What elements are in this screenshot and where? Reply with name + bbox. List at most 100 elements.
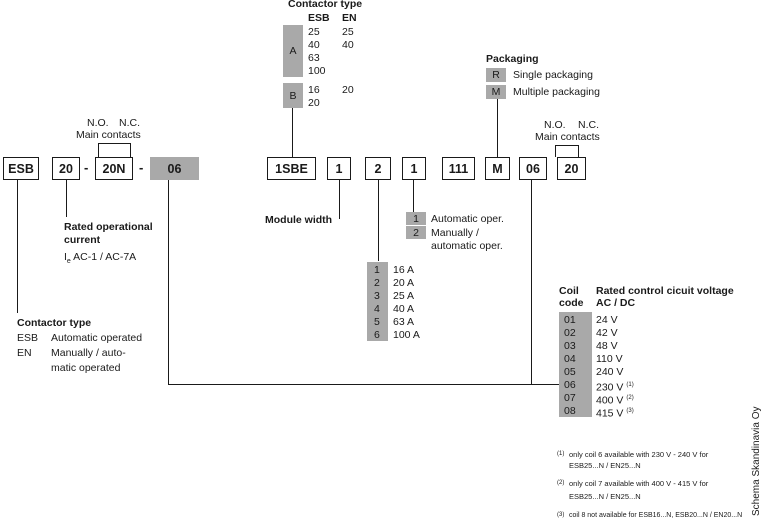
credit-text: Schema Skandinavia Oy xyxy=(751,406,762,516)
line-module-down xyxy=(339,179,340,219)
coil-code-0: 01 xyxy=(564,314,576,326)
coil-code-2: 03 xyxy=(564,340,576,352)
coil-head-code-1: Coil xyxy=(559,285,579,297)
coil-head-code-2: code xyxy=(559,297,584,309)
code-coil-box: 06 xyxy=(150,157,199,180)
rated-current-categories: AC-1 / AC-7A xyxy=(70,251,137,263)
line-coil-down xyxy=(168,179,169,384)
bracket-right-h xyxy=(555,145,579,146)
main-contacts-right-no: N.O. xyxy=(544,119,566,131)
code-series-box: 111 xyxy=(442,157,475,180)
code-dash-2: - xyxy=(139,160,144,175)
coil-voltage-2: 48 V xyxy=(596,340,618,352)
contactor-type-col-esb: ESB xyxy=(308,12,330,24)
main-contacts-left-label: Main contacts xyxy=(76,129,141,141)
contactor-group-a-code: A xyxy=(283,25,303,77)
bracket-left-h xyxy=(98,143,131,144)
contactor-en-label-2: matic operated xyxy=(51,362,121,374)
current-code-1: 2 xyxy=(374,277,380,289)
line-packaging-up xyxy=(497,99,498,157)
footnote-2-mark: (2) xyxy=(557,480,565,486)
code-contacts-box: 20N xyxy=(95,157,133,180)
current-label-5: 100 A xyxy=(393,329,420,341)
current-code-3: 4 xyxy=(374,303,380,315)
contactor-a-esb-1: 40 xyxy=(308,39,320,51)
contactor-b-esb-0: 16 xyxy=(308,84,320,96)
coil-voltage-6-value: 400 V xyxy=(596,394,624,407)
coil-code-5: 06 xyxy=(564,379,576,391)
rated-current-title-2: current xyxy=(64,234,101,246)
contactor-esb-code: ESB xyxy=(17,332,39,344)
coil-voltage-7: 415 V (3) xyxy=(596,405,634,420)
main-contacts-right-label: Main contacts xyxy=(535,131,600,143)
code-operation-box: 1 xyxy=(402,157,426,180)
current-code-5: 6 xyxy=(374,329,380,341)
bracket-right-no xyxy=(555,145,556,157)
operation-code-0: 1 xyxy=(406,212,426,225)
coil-voltage-6: 400 V (2) xyxy=(596,392,634,407)
line-prefix-up xyxy=(292,107,293,157)
current-code-4: 5 xyxy=(374,316,380,328)
current-label-4: 63 A xyxy=(393,316,415,328)
coil-voltage-5-note: (1) xyxy=(626,382,634,388)
contactor-type-col-en: EN xyxy=(342,12,357,24)
coil-code-7: 08 xyxy=(564,405,576,417)
contactor-a-esb-2: 63 xyxy=(308,52,320,64)
coil-voltage-5-value: 230 V xyxy=(596,381,624,394)
footnote-3-mark: (3) xyxy=(557,512,565,518)
coil-code-column xyxy=(559,312,592,417)
rated-current-title-1: Rated operational xyxy=(64,221,153,233)
contactor-b-en-0: 20 xyxy=(342,84,354,96)
coil-code-3: 04 xyxy=(564,353,576,365)
packaging-title: Packaging xyxy=(486,53,539,65)
coil-code-6: 07 xyxy=(564,392,576,404)
contactor-type-bottom-title: Contactor type xyxy=(17,317,92,329)
code-dash-1: - xyxy=(84,160,89,175)
main-contacts-right-nc: N.C. xyxy=(578,119,599,131)
coil-voltage-4: 240 V xyxy=(596,366,624,378)
code-packaging-box: M xyxy=(485,157,510,180)
contactor-type-top-title: Contactor type xyxy=(288,0,363,10)
main-contacts-left-no: N.O. xyxy=(87,117,109,129)
coil-head-volt-1: Rated control cicuit voltage xyxy=(596,285,734,297)
line-current-down xyxy=(378,179,379,261)
line-coil-horizontal xyxy=(168,384,531,385)
packaging-label-1: Multiple packaging xyxy=(513,86,600,98)
coil-voltage-0: 24 V xyxy=(596,314,618,326)
operation-code-1: 2 xyxy=(406,226,426,239)
footnote-1-line2: ESB25...N / EN25...N xyxy=(569,461,641,470)
coil-voltage-6-note: (2) xyxy=(626,395,634,401)
contactor-esb-label: Automatic operated xyxy=(51,332,143,344)
coil-code-1: 02 xyxy=(564,327,576,339)
line-rated-down xyxy=(66,179,67,217)
rated-current-symbol: I xyxy=(64,251,67,263)
line-coil2-to-table xyxy=(531,384,559,385)
code-module-box: 1 xyxy=(327,157,351,180)
code-coil2-box: 06 xyxy=(519,157,547,180)
contactor-a-en-0: 25 xyxy=(342,26,354,38)
footnote-3-line1: coil 8 not available for ESB16...N, ESB2… xyxy=(569,512,743,519)
contactor-a-en-1: 40 xyxy=(342,39,354,51)
current-label-1: 20 A xyxy=(393,277,415,289)
coil-code-4: 05 xyxy=(564,366,576,378)
current-label-3: 40 A xyxy=(393,303,415,315)
coil-head-volt-2: AC / DC xyxy=(596,297,636,309)
footnote-1-line1: only coil 6 available with 230 V - 240 V… xyxy=(569,450,709,459)
current-code-2: 3 xyxy=(374,290,380,302)
coil-voltage-7-value: 415 V xyxy=(596,407,624,420)
packaging-code-1: M xyxy=(486,85,506,99)
coil-voltage-1: 42 V xyxy=(596,327,618,339)
code-rated-box: 20 xyxy=(52,157,80,180)
packaging-label-0: Single packaging xyxy=(513,69,593,81)
bracket-left-no xyxy=(98,143,99,157)
contactor-a-esb-0: 25 xyxy=(308,26,320,38)
module-width-title: Module width xyxy=(265,214,333,226)
operation-label-1a: Manually / xyxy=(431,227,479,239)
current-code-0: 1 xyxy=(374,264,380,276)
code-esb-box: ESB xyxy=(3,157,39,180)
current-label-0: 16 A xyxy=(393,264,415,276)
current-label-2: 25 A xyxy=(393,290,415,302)
code-prefix-box: 1SBE xyxy=(267,157,316,180)
line-operation-down xyxy=(413,179,414,212)
